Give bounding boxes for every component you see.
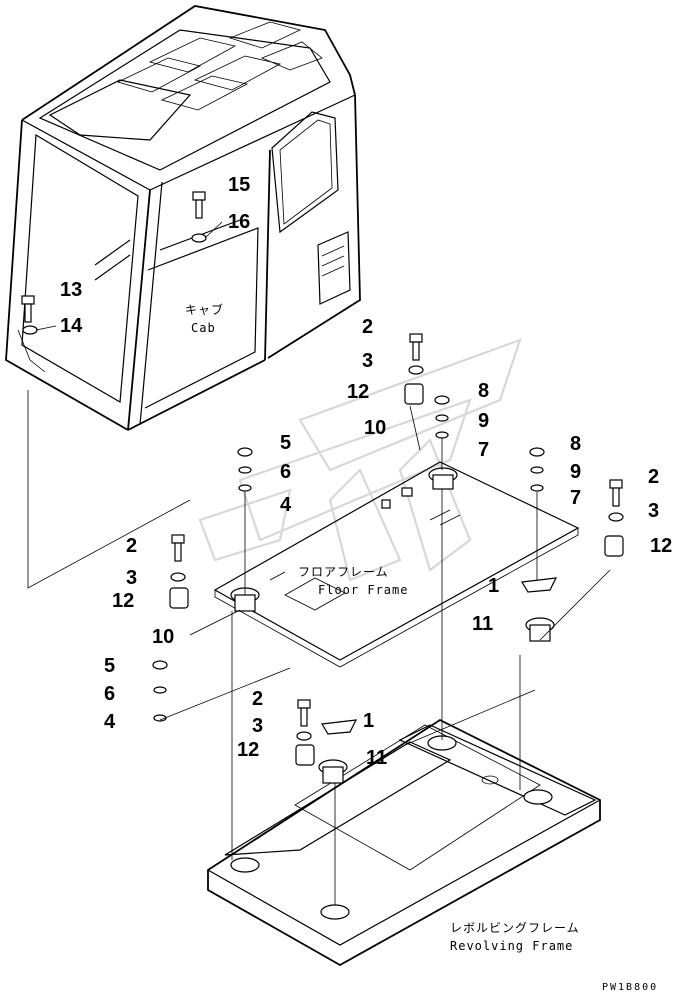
callout-5b: 5 (104, 655, 115, 677)
callout-7b: 7 (570, 487, 581, 509)
callout-13: 13 (60, 279, 82, 301)
callout-15: 15 (228, 174, 250, 196)
callout-14: 14 (60, 315, 83, 337)
callout-2c: 2 (126, 535, 137, 557)
callout-8b: 8 (570, 433, 581, 455)
watermark (198, 338, 522, 582)
revolving-frame (207, 689, 601, 967)
callout-9b: 9 (570, 461, 581, 483)
callout-3b: 3 (648, 500, 659, 522)
callout-10a: 10 (364, 417, 386, 439)
callout-12a: 12 (347, 381, 369, 403)
callout-16: 16 (228, 211, 250, 233)
rev-label-jp: レボルビングフレーム (450, 921, 580, 935)
callout-2d: 2 (252, 688, 263, 710)
callout-4a: 4 (280, 494, 292, 516)
callout-12c: 12 (112, 590, 134, 612)
callout-12d: 12 (237, 739, 259, 761)
callout-9a: 9 (478, 410, 489, 432)
leader-lines (27, 390, 611, 905)
callout-11a: 11 (472, 613, 493, 635)
callout-7a: 7 (478, 439, 489, 461)
callout-1a: 1 (488, 575, 499, 597)
callout-2b: 2 (648, 466, 659, 488)
callout-2a: 2 (362, 316, 373, 338)
callout-3a: 3 (362, 350, 373, 372)
callout-6b: 6 (104, 683, 115, 705)
callout-3c: 3 (126, 567, 137, 589)
callout-8a: 8 (478, 380, 489, 402)
callout-10b: 10 (152, 626, 174, 648)
callout-3d: 3 (252, 715, 263, 737)
callout-5a: 5 (280, 432, 291, 454)
callout-4b: 4 (104, 711, 116, 733)
rev-label-en: Revolving Frame (450, 939, 573, 953)
floor-label-en: Floor Frame (318, 583, 408, 597)
floor-frame (213, 461, 580, 668)
cab-label-en: Cab (191, 321, 216, 335)
loose-parts (152, 333, 624, 784)
cab-fasteners (21, 191, 207, 335)
cab-label-jp: キャブ (185, 302, 224, 317)
callout-6a: 6 (280, 461, 291, 483)
callout-11b: 11 (366, 747, 387, 769)
floor-label-jp: フロアフレーム (298, 565, 389, 579)
callout-12b: 12 (650, 535, 672, 557)
cab-assembly (5, 5, 361, 431)
drawing-code: PW1B800 (602, 982, 658, 993)
callout-1b: 1 (363, 710, 374, 732)
